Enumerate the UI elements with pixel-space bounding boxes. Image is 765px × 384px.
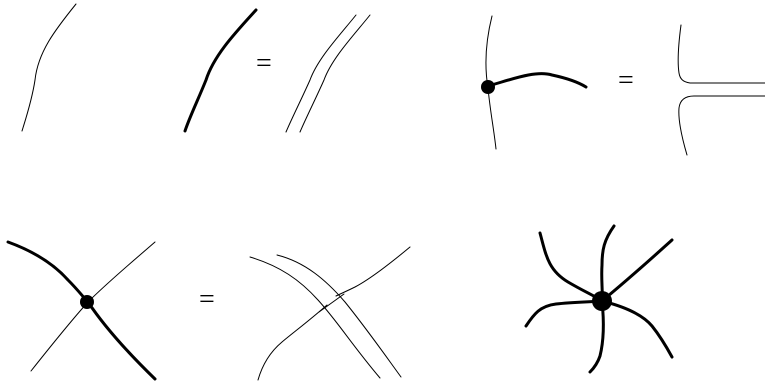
thin-strand [21, 3, 77, 132]
star-center-dot [592, 291, 612, 311]
star-arm-2 [600, 224, 616, 303]
star-vertex [524, 224, 674, 374]
parallel-strand-left [285, 14, 357, 133]
thick-strand-identity: = [183, 8, 371, 133]
star-arm-3 [600, 238, 674, 303]
resolved-crossing [249, 246, 411, 381]
crossing-bridge [318, 293, 345, 313]
cap-upper [677, 24, 765, 84]
star-arm-6 [524, 299, 604, 328]
crossing-strand-upper [335, 246, 411, 297]
equals-sign-3: = [199, 284, 215, 315]
thick-branch [486, 72, 588, 89]
thin-diagonal [30, 241, 156, 372]
star-arm-5 [588, 299, 605, 374]
cap-lower [678, 95, 765, 156]
branch-vertex-identity: = [481, 15, 765, 156]
equals-sign-2: = [618, 65, 634, 96]
thick-strand [183, 8, 258, 133]
parallel-strand-right [299, 14, 371, 133]
equals-sign-1: = [256, 48, 272, 79]
crossing-strand-lower [257, 304, 328, 381]
crossing-dot [80, 295, 94, 309]
star-arm-1 [538, 231, 604, 303]
crossing-vertex [6, 240, 157, 381]
star-arm-4 [600, 299, 674, 359]
parallel-strand-lower [276, 254, 402, 378]
parallel-strand-upper [249, 256, 381, 379]
vertex-dot [481, 80, 495, 94]
thick-diagonal [6, 240, 157, 381]
